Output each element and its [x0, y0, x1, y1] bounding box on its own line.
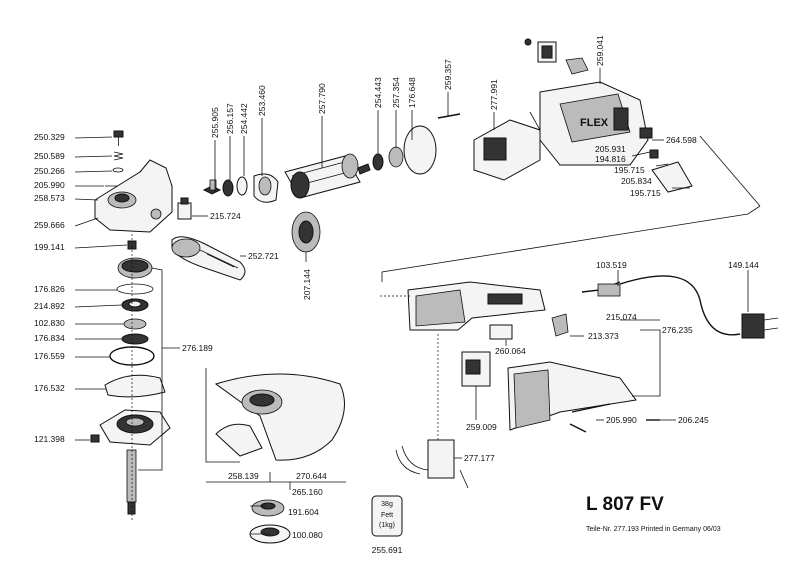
label-205931: 205.931	[595, 144, 626, 154]
wheel-guard-270644	[205, 368, 345, 463]
bearing-rings	[372, 125, 437, 175]
label-259009: 259.009	[466, 422, 497, 432]
grease-tube-255691: 38g Fett (1kg) 255.691	[371, 495, 403, 555]
label-121398: 121.398	[34, 434, 65, 444]
label-259666: 259.666	[34, 220, 65, 230]
label-255905: 255.905	[210, 107, 220, 138]
label-199141: 199.141	[34, 242, 65, 252]
label-250266: 250.266	[34, 166, 65, 176]
label-277177: 277.177	[464, 453, 495, 463]
label-103519: 103.519	[596, 260, 627, 270]
label-176826: 176.826	[34, 284, 65, 294]
label-149144: 149.144	[728, 260, 759, 270]
label-260064: 260.064	[495, 346, 526, 356]
screw-121398	[90, 434, 100, 443]
label-250589: 250.589	[34, 151, 65, 161]
label-257354: 257.354	[391, 77, 401, 108]
grease-part-number: 255.691	[372, 545, 403, 555]
spring-250589	[113, 151, 124, 161]
brush-parts	[524, 38, 589, 75]
label-250329: 250.329	[34, 132, 65, 142]
label-254442: 254.442	[239, 103, 249, 134]
armature-257790	[284, 153, 371, 199]
label-205990-left: 205.990	[34, 180, 65, 190]
label-258573: 258.573	[34, 193, 65, 203]
pin-259357	[437, 113, 461, 119]
gear-head-assembly	[90, 130, 173, 520]
label-100080: 100.080	[292, 530, 323, 540]
label-195715-bottom: 195.715	[630, 188, 661, 198]
bearing-176834	[121, 333, 149, 345]
label-214892: 214.892	[34, 301, 65, 311]
label-264598: 264.598	[666, 135, 697, 145]
ring-250266	[112, 167, 124, 173]
label-258139: 258.139	[228, 471, 259, 481]
leader-lines	[74, 68, 749, 535]
label-176648: 176.648	[407, 77, 417, 108]
label-213373: 213.373	[588, 331, 619, 341]
bracket-265160	[206, 472, 346, 490]
label-253460: 253.460	[257, 85, 267, 116]
label-206245: 206.245	[678, 415, 709, 425]
bearing-flange	[99, 409, 171, 446]
label-176559: 176.559	[34, 351, 65, 361]
label-195715-top: 195.715	[614, 165, 645, 175]
label-176532: 176.532	[34, 383, 65, 393]
label-259357: 259.357	[443, 59, 453, 90]
label-259041: 259.041	[595, 35, 605, 66]
label-270644: 270.644	[296, 471, 327, 481]
screw-250329	[113, 130, 124, 146]
part-number-labels: 250.329 250.589 250.266 205.990 258.573 …	[34, 35, 759, 540]
spindle-lock-215724	[177, 197, 192, 220]
grease-label-line1: Fett	[381, 512, 393, 519]
label-176834: 176.834	[34, 333, 65, 343]
washer-102830	[123, 318, 147, 330]
grease-weight: 38g	[381, 501, 393, 508]
motor-housing-259041: FLEX	[539, 81, 649, 166]
label-276189: 276.189	[182, 343, 213, 353]
spindle	[126, 449, 137, 515]
label-207144: 207.144	[302, 269, 312, 300]
gasket-176532	[104, 374, 166, 398]
brand-logo: FLEX	[580, 117, 609, 129]
label-205834: 205.834	[621, 176, 652, 186]
cable-plug-149144	[581, 275, 779, 339]
label-252721: 252.721	[248, 251, 279, 261]
gear-housing-259666	[94, 159, 173, 233]
label-254443: 254.443	[373, 77, 383, 108]
label-257790: 257.790	[317, 83, 327, 114]
label-215724: 215.724	[210, 211, 241, 221]
stator-277991	[473, 111, 541, 181]
switch-plate-205834	[639, 127, 693, 193]
label-215074: 215.074	[606, 312, 637, 322]
wire-loom-277177	[395, 439, 469, 489]
label-276235: 276.235	[662, 325, 693, 335]
handle-assembly	[380, 135, 779, 489]
label-205990-right: 205.990	[606, 415, 637, 425]
fan-207144	[291, 211, 321, 253]
bearing-214892	[121, 298, 149, 312]
flange-191604	[251, 499, 285, 517]
label-194816: 194.816	[595, 154, 626, 164]
label-265160: 265.160	[292, 487, 323, 497]
bevel-gear-176826	[116, 257, 154, 295]
footer-note: Teile-Nr. 277.193 Printed in Germany 06/…	[586, 526, 721, 533]
needle-bearing-199141	[127, 240, 137, 250]
label-277991: 277.991	[489, 79, 499, 110]
label-191604: 191.604	[288, 507, 319, 517]
grease-label-line2: (1kg)	[379, 522, 395, 529]
model-title: L 807 FV	[586, 494, 664, 515]
armature-small-parts	[202, 173, 279, 203]
side-handle-252721	[171, 236, 246, 281]
label-256157: 256.157	[225, 103, 235, 134]
label-102830: 102.830	[34, 318, 65, 328]
